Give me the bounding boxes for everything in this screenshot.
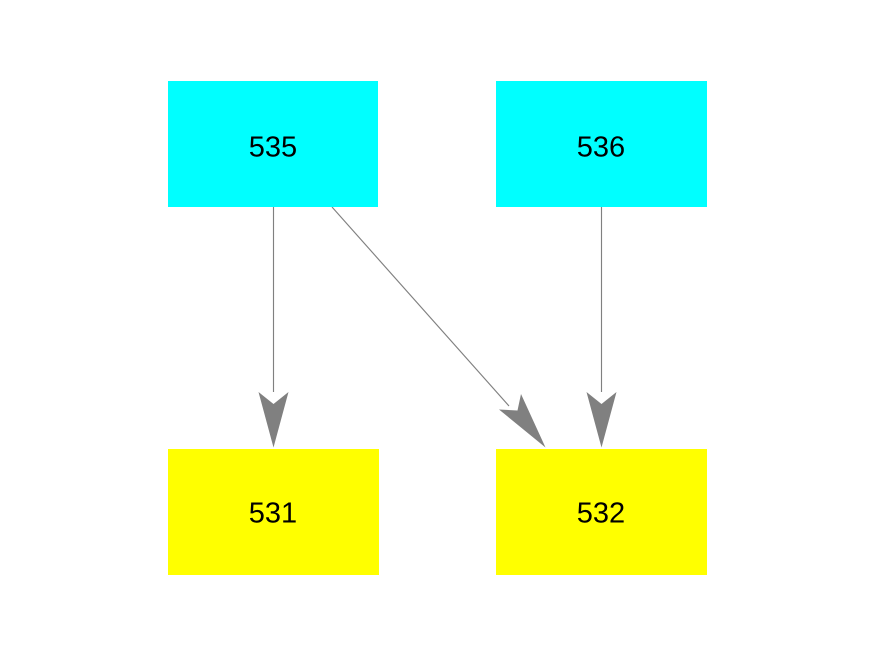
edge-536-532-arrowhead-icon: [586, 392, 617, 448]
edge-535-531-arrowhead-icon: [258, 392, 289, 448]
node-532-label: 532: [577, 498, 625, 530]
node-531[interactable]: 531: [168, 449, 379, 575]
edge-535-532-arrowhead-icon: [499, 394, 546, 448]
node-532-rect[interactable]: [496, 449, 707, 575]
node-536[interactable]: 536: [496, 81, 707, 207]
edge-535-532-line: [331, 206, 510, 407]
edge-535-531[interactable]: [258, 207, 289, 448]
node-535[interactable]: 535: [168, 81, 378, 207]
node-531-label: 531: [249, 498, 297, 530]
edge-536-532[interactable]: [586, 207, 617, 448]
node-layer: 535 536 531 532: [168, 81, 707, 575]
node-536-label: 536: [577, 132, 625, 164]
edge-layer: [258, 206, 617, 448]
node-535-rect[interactable]: [168, 81, 378, 207]
node-535-label: 535: [249, 132, 297, 164]
edge-535-532[interactable]: [331, 206, 546, 448]
node-532[interactable]: 532: [496, 449, 707, 575]
node-536-rect[interactable]: [496, 81, 707, 207]
node-531-rect[interactable]: [168, 449, 379, 575]
